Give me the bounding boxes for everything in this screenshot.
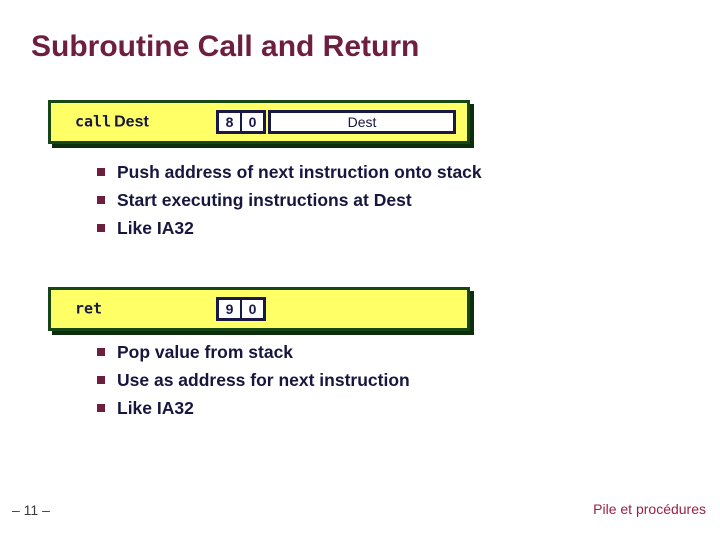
call-opcode-hi-cell: 8 (219, 113, 240, 131)
ret-instruction-box: ret 9 0 (48, 287, 470, 331)
bullet-text: Like IA32 (117, 398, 194, 418)
call-mnemonic: call (75, 112, 112, 131)
page-title: Subroutine Call and Return (31, 30, 420, 63)
footer-course-label: Pile et procédures (593, 501, 706, 517)
bullet-item: Use as address for next instruction (97, 370, 410, 390)
bullet-text: Push address of next instruction onto st… (117, 162, 482, 182)
bullet-item: Like IA32 (97, 218, 482, 238)
bullet-square-icon (97, 348, 105, 356)
bullet-square-icon (97, 224, 105, 232)
bullet-text: Use as address for next instruction (117, 370, 410, 390)
bullet-item: Push address of next instruction onto st… (97, 162, 482, 182)
call-opcode-lo-cell: 0 (240, 113, 263, 131)
bullet-square-icon (97, 376, 105, 384)
bullet-item: Pop value from stack (97, 342, 410, 362)
bullet-square-icon (97, 196, 105, 204)
ret-opcode-hi-cell: 9 (219, 300, 240, 318)
bullet-text: Like IA32 (117, 218, 194, 238)
call-operand-field: Dest (268, 110, 456, 134)
ret-instruction-label: ret (75, 300, 102, 319)
ret-opcode-bytes: 9 0 (216, 297, 266, 321)
call-bullet-list: Push address of next instruction onto st… (97, 162, 482, 246)
footer-page-number: – 11 – (12, 502, 50, 518)
bullet-item: Start executing instructions at Dest (97, 190, 482, 210)
bullet-text: Start executing instructions at Dest (117, 190, 412, 210)
call-encoding-diagram: 8 0 Dest (216, 110, 456, 134)
bullet-item: Like IA32 (97, 398, 410, 418)
ret-opcode-lo-cell: 0 (240, 300, 263, 318)
call-operand: Dest (114, 113, 149, 131)
bullet-square-icon (97, 404, 105, 412)
bullet-text: Pop value from stack (117, 342, 294, 362)
ret-mnemonic: ret (75, 299, 103, 318)
ret-bullet-list: Pop value from stack Use as address for … (97, 342, 410, 426)
ret-encoding-diagram: 9 0 (216, 297, 266, 321)
call-opcode-bytes: 8 0 (216, 110, 266, 134)
bullet-square-icon (97, 168, 105, 176)
